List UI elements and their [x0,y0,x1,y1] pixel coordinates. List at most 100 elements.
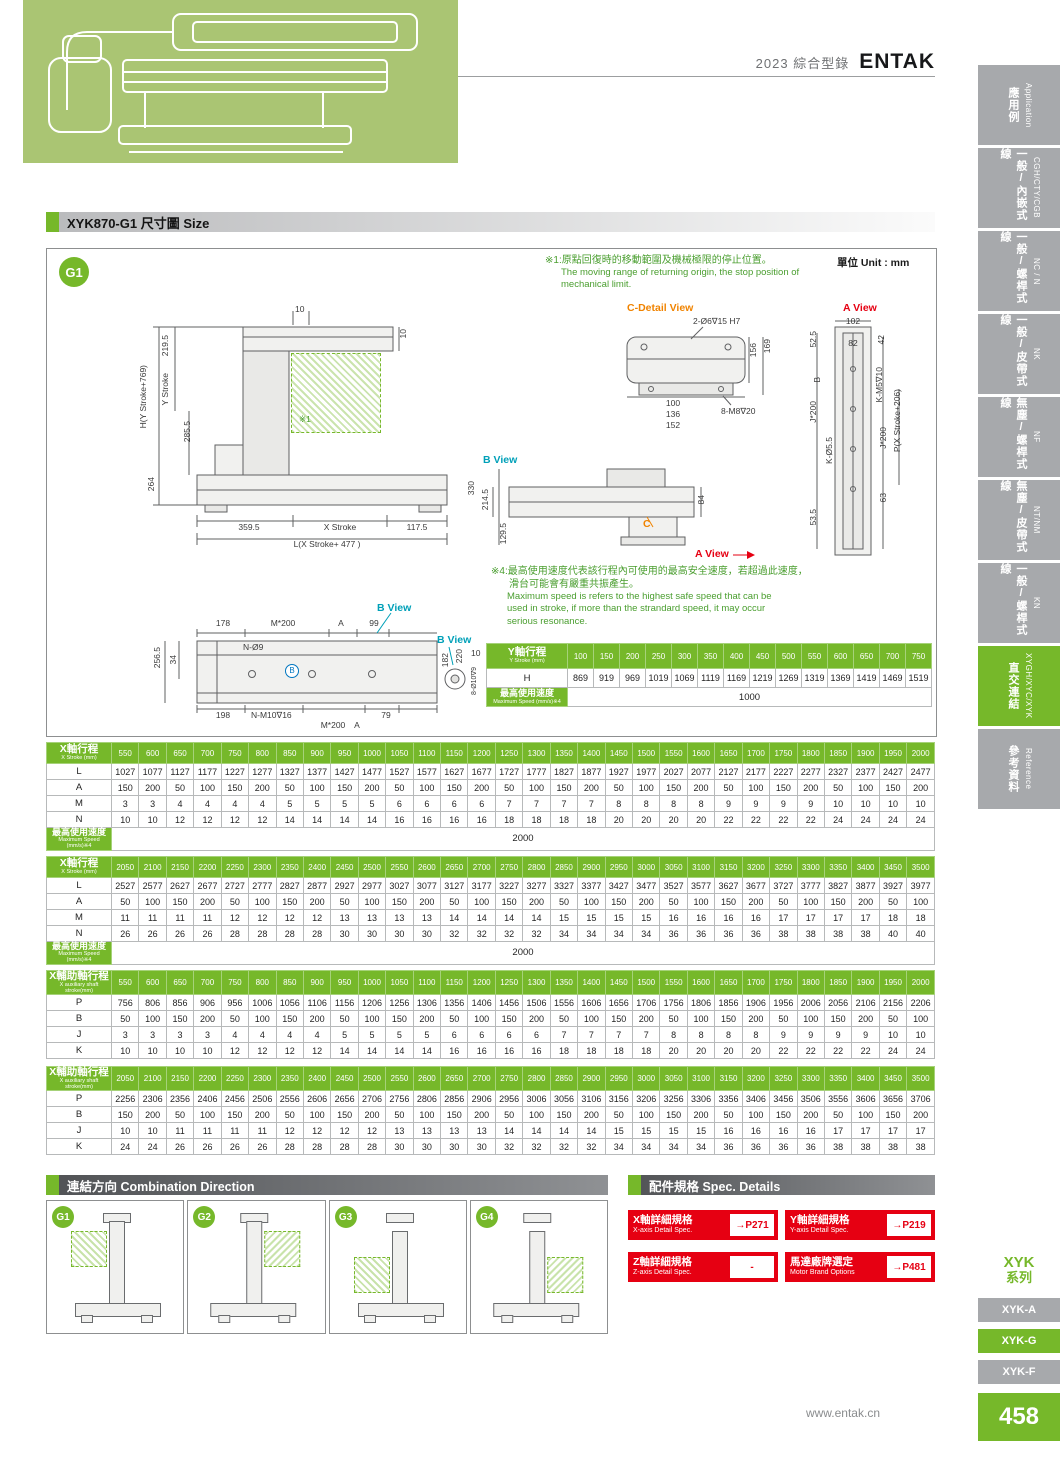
table-cell: 50 [604,779,634,796]
column-header: 3500 [906,856,935,878]
sidebar-item-application[interactable]: 應用例 Application [978,65,1060,145]
spec-z-axis-link[interactable]: Z軸詳細規格 Z-axis Detail Spec. - [628,1252,778,1282]
row-label: L [46,877,112,894]
row-label: L [46,763,112,780]
table-cell: 8 [714,1026,743,1044]
table-cell: 12 [275,1122,304,1140]
table-cell: 50 [494,1106,524,1124]
column-header: 3100 [686,856,716,878]
dim-n-dia9: N-Ø9 [243,642,264,652]
table-cell: 20 [659,1042,688,1060]
sidebar-item-xygh-xyc-xyk[interactable]: 直交連結 XYGH/XYC/XYK [978,646,1060,726]
column-header: 3000 [632,1065,661,1092]
note1-en1: The moving range of returning origin, th… [561,267,800,278]
table-cell: 200 [632,1010,661,1028]
table-cell: 1656 [604,994,634,1012]
table-cell: 50 [275,779,304,796]
column-header: 3350 [823,856,853,878]
table-cell: 1527 [385,763,414,780]
table-cell: 50 [769,893,798,910]
series-tab-xyk-g[interactable]: XYK-G [978,1329,1060,1353]
table-cell: 9 [741,795,771,812]
table-cell: 3677 [741,877,771,894]
table-cell: 200 [138,1106,167,1124]
table-cell: 150 [878,779,908,796]
spec-motor-brand-link[interactable]: 馬達廠牌選定 Motor Brand Options →P481 [785,1252,935,1282]
table-cell: 17 [796,909,825,926]
column-header: 2000 [906,742,935,764]
sidebar-item-nc-n[interactable]: 一般/螺桿式線 NC / N [978,231,1060,311]
table-cell: 24 [823,811,853,828]
table-cell: 13 [385,909,414,926]
table-cell: 150 [440,1106,469,1124]
column-header: 2400 [302,856,332,878]
table-cell: 1327 [275,763,304,780]
table-cell: 1256 [385,994,414,1012]
table-cell: 5 [302,795,332,812]
table-cell: 18 [632,1042,661,1060]
row-label: M [46,795,112,812]
table-cell: 1377 [302,763,332,780]
column-header: 2150 [165,1065,195,1092]
table-cell: 3 [193,1026,222,1044]
table-cell: 22 [851,1042,880,1060]
ref-mark-1: ※1 [299,414,311,424]
column-header: 2650 [440,1065,469,1092]
note1-zh: ※1:原點回復時的移動範圍及機械極限的停止位置。 [545,255,772,266]
sidebar-item-nt-nm[interactable]: 無塵/皮帶式線 NT/NM [978,480,1060,560]
sidebar-item-nf[interactable]: 無塵/螺桿式線 NF [978,397,1060,477]
table-cell: 2406 [193,1090,222,1108]
column-header: 1050 [385,969,414,996]
spec-x-axis-link[interactable]: X軸詳細規格 X-axis Detail Spec. →P271 [628,1210,778,1240]
sidebar-item-cgh-cty-cgb[interactable]: 一般/內嵌式線 CGH/CTY/CGB [978,148,1060,228]
column-header: 2900 [577,1065,606,1092]
table-cell: 3177 [467,877,496,894]
table-cell: 30 [330,925,359,942]
table-cell: 3377 [577,877,606,894]
table-cell: 200 [193,1010,222,1028]
brand-logo: ENTAK [859,50,935,73]
dim-m200-bottom: M*200 [320,720,346,730]
series-tab-xyk-a[interactable]: XYK-A [978,1298,1060,1322]
column-header: 1300 [522,742,551,764]
spec-y-axis-link[interactable]: Y軸詳細規格 Y-axis Detail Spec. →P219 [785,1210,935,1240]
table-cell: 150 [549,1106,579,1124]
table-cell: 2927 [330,877,359,894]
sidebar-item-kn[interactable]: 一般/螺桿式線 KN [978,563,1060,643]
sidebar-item-reference[interactable]: 參考資料 Reference [978,729,1060,809]
table-cell: 3127 [440,877,469,894]
table-cell: 10 [906,795,935,812]
table-cell: 2177 [741,763,771,780]
table-cell: 100 [632,779,661,796]
column-header: 1900 [851,742,880,764]
b-view-callout-2: B View [437,634,472,646]
sidebar-item-nk[interactable]: 一般/皮帶式線 NK [978,314,1060,394]
table-cell: 200 [577,779,606,796]
table-cell: 15 [686,1122,716,1140]
column-header: 1800 [796,969,825,996]
table-cell: 9 [796,795,825,812]
table-cell: 2327 [823,763,853,780]
table-cell: 38 [823,925,853,942]
table-cell: 100 [686,1010,716,1028]
row-label: A [46,893,112,910]
table-cell: 100 [906,1010,935,1028]
table-cell: 2256 [110,1090,140,1108]
series-tab-xyk-f[interactable]: XYK-F [978,1360,1060,1384]
column-header: 900 [302,742,332,764]
note4-en2: used in stroke, if more than the stranda… [507,603,766,615]
column-header: 1300 [522,969,551,996]
sidebar-label-zh: 應用例 [1007,87,1019,123]
column-header: 3300 [796,856,825,878]
table-cell: 26 [220,1138,250,1156]
table-cell: 34 [632,925,661,942]
table-cell: 13 [385,1122,414,1140]
table-cell: 16 [659,909,688,926]
table-cell: 18 [577,811,606,828]
table-cell: 20 [632,811,661,828]
column-header: 850 [275,742,304,764]
